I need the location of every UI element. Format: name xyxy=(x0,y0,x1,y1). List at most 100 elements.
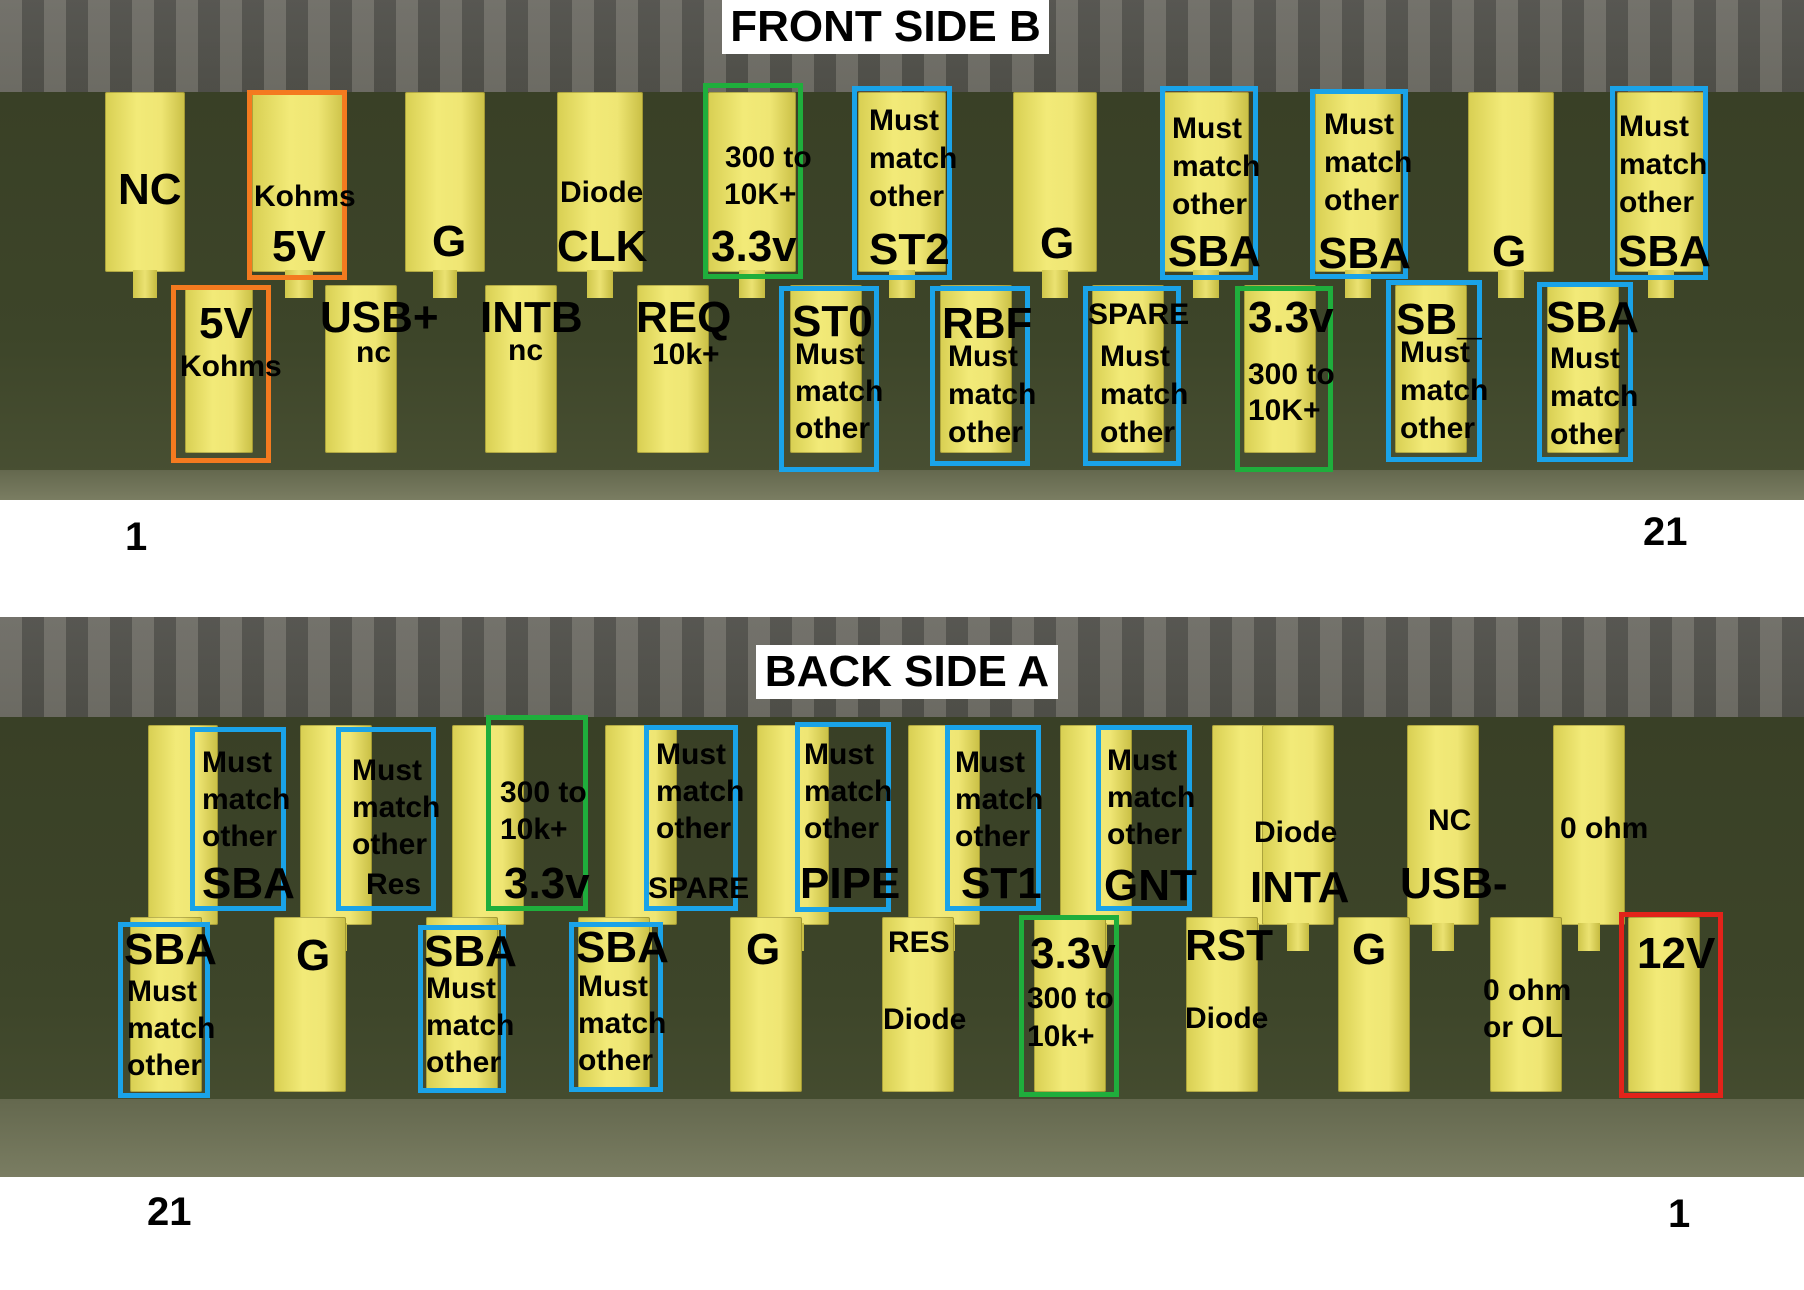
back-label-other: other xyxy=(426,1046,501,1079)
front-blue-box-sba1 xyxy=(1160,86,1258,280)
back-label-must: Must xyxy=(426,972,496,1005)
front-label-st2: ST2 xyxy=(869,225,950,274)
back-label-st1: ST1 xyxy=(961,859,1042,908)
back-label-usbminus: USB- xyxy=(1400,859,1508,908)
back-finger-bottom xyxy=(426,917,498,1092)
back-label-10k: 10k+ xyxy=(1027,1020,1095,1053)
back-label-g: G xyxy=(746,925,781,974)
back-blue-box xyxy=(190,727,286,911)
back-label-res: RES xyxy=(888,926,950,959)
back-label-sba: SBA xyxy=(424,927,517,976)
front-finger-top xyxy=(1315,92,1401,298)
front-label-must: Must xyxy=(1619,110,1689,143)
front-label-g2: G xyxy=(1040,219,1075,268)
front-side-title: FRONT SIDE B xyxy=(722,0,1049,54)
back-label-other: other xyxy=(127,1049,202,1082)
front-label-sb: SB_ xyxy=(1396,295,1482,344)
back-label-match: match xyxy=(127,1012,216,1045)
back-label-300to: 300 to xyxy=(500,776,587,809)
front-blue-box-st0 xyxy=(779,286,879,472)
front-label-diode: Diode xyxy=(560,176,644,209)
front-label-usbplus: USB+ xyxy=(320,293,439,342)
front-finger-top xyxy=(1468,92,1554,298)
back-label-nc: NC xyxy=(1428,804,1472,837)
front-label-sba: SBA xyxy=(1168,227,1261,276)
front-label-other: other xyxy=(1100,416,1175,449)
back-label-sba: SBA xyxy=(124,925,217,974)
front-label-other: other xyxy=(948,416,1023,449)
front-label-sba: SBA xyxy=(1618,227,1711,276)
front-label-match: match xyxy=(869,142,958,175)
back-finger-top xyxy=(1553,725,1625,951)
front-label-5v: 5V xyxy=(199,299,253,348)
back-label-g: G xyxy=(1352,925,1387,974)
back-label-12v: 12V xyxy=(1637,929,1716,978)
back-label-sba: SBA xyxy=(202,859,295,908)
front-label-other: other xyxy=(1172,188,1247,221)
front-label-5v: 5V xyxy=(272,222,326,271)
front-blue-box-rbf xyxy=(930,286,1030,466)
front-label-g3: G xyxy=(1492,227,1527,276)
back-label-must: Must xyxy=(127,975,197,1008)
back-label-3v3: 3.3v xyxy=(1030,929,1116,978)
back-label-match: match xyxy=(1107,781,1196,814)
back-label-must: Must xyxy=(578,970,648,1003)
front-finger-bottom xyxy=(325,285,397,453)
front-orange-box-top xyxy=(247,90,347,280)
front-finger-top xyxy=(1163,92,1249,298)
back-finger-bottom xyxy=(1338,917,1410,1092)
back-label-other: other xyxy=(352,828,427,861)
back-finger-bottom xyxy=(578,917,650,1092)
front-finger-bottom xyxy=(485,285,557,453)
front-label-clk: CLK xyxy=(557,222,648,271)
back-blue-box xyxy=(1096,725,1192,911)
front-label-10k: 10k+ xyxy=(652,338,720,371)
back-finger-top xyxy=(1407,725,1479,951)
back-green-box xyxy=(1019,915,1119,1097)
back-finger-bottom xyxy=(730,917,802,1092)
back-finger-bottom xyxy=(274,917,346,1092)
front-finger-top xyxy=(1013,92,1097,298)
front-label-match: match xyxy=(1550,380,1639,413)
front-label-match: match xyxy=(1324,146,1413,179)
front-label-300to: 300 to xyxy=(725,141,812,174)
front-label-sba: SBA xyxy=(1318,229,1411,278)
front-pin-end: 21 xyxy=(1643,510,1688,554)
front-label-must: Must xyxy=(795,338,865,371)
back-red-box xyxy=(1619,912,1723,1098)
back-finger-top xyxy=(757,725,829,951)
front-finger-bottom xyxy=(185,285,253,453)
back-blue-box xyxy=(418,925,506,1093)
front-label-300to: 300 to xyxy=(1248,358,1335,391)
front-finger-bottom xyxy=(1092,285,1164,453)
back-label-300to: 300 to xyxy=(1027,982,1114,1015)
back-label-or-ol: or OL xyxy=(1483,1011,1563,1044)
back-finger-bottom xyxy=(130,917,202,1092)
back-label-match: match xyxy=(426,1009,515,1042)
back-label-must: Must xyxy=(352,754,422,787)
front-label-st0: ST0 xyxy=(792,297,873,346)
front-finger-bottom xyxy=(1395,285,1467,453)
back-label-10k: 10k+ xyxy=(500,813,568,846)
front-label-must: Must xyxy=(1550,342,1620,375)
back-label-pipe: PIPE xyxy=(800,859,901,908)
front-label-3v3: 3.3v xyxy=(1248,293,1334,342)
back-label-diode: Diode xyxy=(1185,1002,1269,1035)
back-label-0ohm: 0 ohm xyxy=(1560,812,1649,845)
front-label-nc: nc xyxy=(356,336,392,369)
back-finger-bottom xyxy=(1490,917,1562,1092)
back-label-0ohm: 0 ohm xyxy=(1483,974,1572,1007)
back-label-gnt: GNT xyxy=(1104,861,1197,910)
front-label-must: Must xyxy=(1172,112,1242,145)
front-label-other: other xyxy=(795,412,870,445)
front-finger-top xyxy=(405,92,485,298)
front-label-match: match xyxy=(1172,150,1261,183)
back-blue-box xyxy=(336,727,436,911)
front-label-10k: 10K+ xyxy=(1248,394,1321,427)
back-label-must: Must xyxy=(955,746,1025,779)
back-blue-box xyxy=(795,722,891,912)
back-label-must: Must xyxy=(1107,744,1177,777)
back-label-match: match xyxy=(202,783,291,816)
front-blue-box-spare xyxy=(1083,286,1181,466)
front-label-match: match xyxy=(1400,374,1489,407)
